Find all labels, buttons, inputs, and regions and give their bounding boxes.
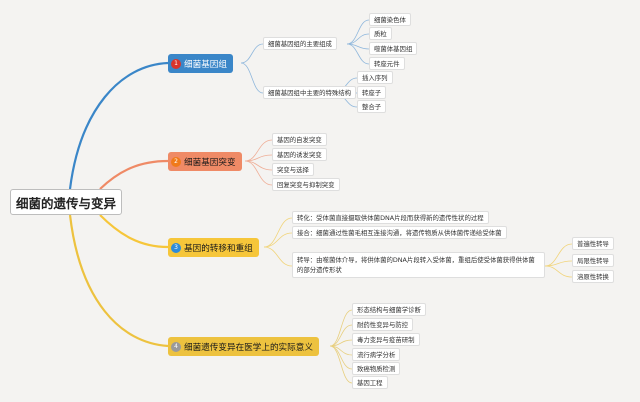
priority-2-icon: 2 xyxy=(171,156,181,167)
branch-label: 细菌基因突变 xyxy=(184,157,236,168)
branch-bacterial-genome[interactable]: 1 细菌基因组 xyxy=(168,54,233,73)
priority-3-icon: 3 xyxy=(171,242,181,253)
leaf-conjugation[interactable]: 接合：细菌通过性菌毛相互连接沟通，将遗传物质从供体菌传递给受体菌 xyxy=(292,226,507,239)
link-root-b3 xyxy=(99,214,169,249)
leaf-morphology-diagnosis[interactable]: 形态结构与细菌学诊断 xyxy=(352,303,426,316)
link-root-b2 xyxy=(99,159,169,190)
leaf-phage-genome[interactable]: 噬菌体基因组 xyxy=(369,42,418,55)
link-root-b1 xyxy=(68,61,169,190)
leaf-integron[interactable]: 整合子 xyxy=(357,100,387,113)
leaf-transposon[interactable]: 转座子 xyxy=(357,86,387,99)
leaf-lysogenic-conversion[interactable]: 溶原性转换 xyxy=(572,270,614,283)
leaf-genetic-engineering[interactable]: 基因工程 xyxy=(352,376,388,389)
link-root-b4 xyxy=(68,214,169,348)
leaf-drug-resistance[interactable]: 耐药性变异与防控 xyxy=(352,318,414,331)
leaf-reverse-mutation[interactable]: 回复突变与抑制突变 xyxy=(272,178,340,191)
leaf-virulence-vaccine[interactable]: 毒力变异与疫苗研制 xyxy=(352,333,420,346)
leaf-chromosome[interactable]: 细菌染色体 xyxy=(369,13,411,26)
leaf-transduction[interactable]: 转导：由噬菌体介导，将供体菌的DNA片段转入受体菌，重组后使受体菌获得供体菌的部… xyxy=(292,252,545,278)
leaf-carcinogen-detection[interactable]: 致癌物质检测 xyxy=(352,362,401,375)
topic-genome-composition[interactable]: 细菌基因组的主要组成 xyxy=(263,37,337,50)
leaf-transformation[interactable]: 转化：受体菌直接摄取供体菌DNA片段而获得新的遗传性状的过程 xyxy=(292,211,489,224)
branch-gene-transfer[interactable]: 3 基因的转移和重组 xyxy=(168,238,259,257)
leaf-spontaneous-mutation[interactable]: 基因的自发突变 xyxy=(272,133,327,146)
leaf-epidemiology[interactable]: 流行病学分析 xyxy=(352,348,401,361)
branch-medical-significance[interactable]: 4 细菌遗传变异在医学上的实际意义 xyxy=(168,337,319,356)
topic-genome-special-structures[interactable]: 细菌基因组中主要的特殊结构 xyxy=(263,86,357,99)
leaf-induced-mutation[interactable]: 基因的诱发突变 xyxy=(272,148,327,161)
branch-label: 细菌遗传变异在医学上的实际意义 xyxy=(184,342,313,353)
leaf-general-transduction[interactable]: 普遍性转导 xyxy=(572,237,614,250)
leaf-plasmid[interactable]: 质粒 xyxy=(369,27,392,40)
root-topic[interactable]: 细菌的遗传与变异 xyxy=(10,189,122,215)
branch-gene-mutation[interactable]: 2 细菌基因突变 xyxy=(168,152,242,171)
leaf-insertion-sequence[interactable]: 插入序列 xyxy=(357,71,393,84)
leaf-mutation-selection[interactable]: 突变与选择 xyxy=(272,163,314,176)
branch-label: 细菌基因组 xyxy=(184,59,227,70)
leaf-transposable-element[interactable]: 转座元件 xyxy=(369,57,405,70)
branch-label: 基因的转移和重组 xyxy=(184,243,253,254)
priority-1-icon: 1 xyxy=(171,58,181,69)
leaf-specialized-transduction[interactable]: 局限性转导 xyxy=(572,254,614,267)
priority-4-icon: 4 xyxy=(171,341,181,352)
